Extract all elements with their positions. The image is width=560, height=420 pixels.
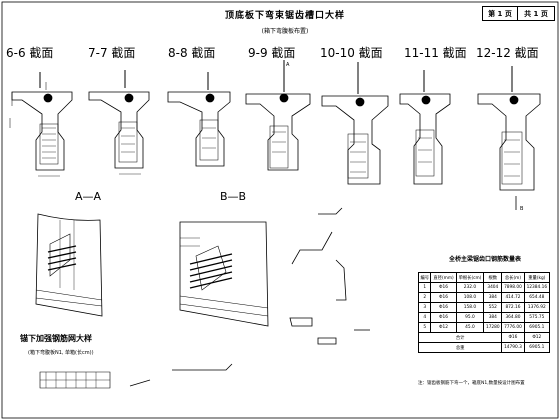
table-row: 3 Φ16 158.0 552 872.16 1376.92 [417, 302, 551, 313]
table-cell: 575.75 [523, 312, 551, 323]
table-cell: 414.72 [501, 292, 525, 303]
page-total: 共 1 页 [517, 6, 555, 21]
table-summary-row: 合计 Φ16 Φ12 [417, 332, 551, 343]
drawing-title: 顶底板下弯束锯齿槽口大样 [224, 11, 345, 21]
section-6-6-drawing [9, 72, 73, 177]
table-cell: 3 [417, 302, 432, 313]
section-title-11-11: 11-11 截面 [404, 46, 467, 60]
table-summary-cell: 14790.3 [501, 342, 525, 353]
table-cell: 2 [417, 292, 432, 303]
table-summary-label: 合计 [417, 332, 503, 343]
table-cell: Φ16 [430, 292, 457, 303]
section-7-7-drawing [88, 70, 150, 175]
table-cell: 95.0 [455, 312, 485, 323]
view-b-b-drawing [179, 221, 269, 327]
table-cell: 158.0 [455, 302, 485, 313]
table-cell: 3404 [483, 282, 503, 293]
table-cell: 108.0 [455, 292, 485, 303]
table-cell: 17280 [483, 322, 503, 333]
drawing-subtitle: (箱下弯腹板布置) [261, 28, 309, 35]
table-summary-cell: Φ16 [501, 332, 525, 343]
marker-b: B [520, 206, 524, 212]
table-cell: 654.48 [523, 292, 551, 303]
table-header: 重量(kg) [523, 272, 551, 283]
table-cell: Φ16 [430, 282, 457, 293]
table-cell: 12384.16 [523, 282, 551, 293]
table-cell: 364.80 [501, 312, 525, 323]
section-title-9-9: 9-9 截面 [248, 46, 296, 60]
section-11-11-drawing [399, 70, 451, 185]
section-8-8-drawing [167, 72, 231, 167]
table-cell: 384 [483, 292, 503, 303]
table-row: 5 Φ12 45.0 17280 7776.00 6905.1 [417, 322, 551, 333]
rebar-table-title: 全桥主梁锯齿口钢筋数量表 [448, 256, 521, 263]
table-header-row: 编号 直径(mm) 单根长(cm) 根数 总长(m) 重量(kg) [417, 272, 551, 283]
table-header: 根数 [483, 272, 503, 283]
page-current: 第 1 页 [482, 6, 518, 21]
table-cell: 6905.1 [523, 322, 551, 333]
view-a-a-label: A—A [75, 190, 102, 203]
table-header: 总长(m) [501, 272, 525, 283]
view-b-b-label: B—B [220, 190, 247, 203]
detail-title: 锚下加强钢筋网大样 [20, 334, 92, 343]
table-note: 注：锯齿板钢筋下弯一个，箱底N1,数量按设计图布置 [418, 381, 525, 386]
section-10-10-drawing [321, 62, 389, 185]
table-row: 2 Φ16 108.0 384 414.72 654.48 [417, 292, 551, 303]
marker-a: A [286, 62, 290, 68]
table-row: 4 Φ16 95.0 384 364.80 575.75 [417, 312, 551, 323]
section-drawings [9, 60, 541, 210]
view-a-a-drawing [35, 213, 103, 317]
table-cell: 872.16 [501, 302, 525, 313]
table-cell: 4 [417, 312, 432, 323]
section-9-9-drawing [245, 60, 311, 171]
section-title-12-12: 12-12 截面 [476, 46, 539, 60]
table-summary-label: 总重 [417, 342, 503, 353]
table-header: 直径(mm) [430, 272, 457, 283]
section-title-7-7: 7-7 截面 [88, 46, 136, 60]
table-cell: 232.0 [455, 282, 485, 293]
table-row: 1 Φ16 232.0 3404 7898.00 12384.16 [417, 282, 551, 293]
rebar-table: 编号 直径(mm) 单根长(cm) 根数 总长(m) 重量(kg) 1 Φ16 … [417, 272, 551, 353]
table-cell: 5 [417, 322, 432, 333]
table-cell: Φ16 [430, 302, 457, 313]
table-cell: 552 [483, 302, 503, 313]
table-cell: 7898.00 [501, 282, 525, 293]
table-summary-cell: Φ12 [523, 332, 551, 343]
table-header: 单根长(cm) [455, 272, 485, 283]
table-cell: 1376.92 [523, 302, 551, 313]
table-cell: 45.0 [455, 322, 485, 333]
table-cell: Φ12 [430, 322, 457, 333]
table-cell: 7776.00 [501, 322, 525, 333]
detail-subtitle: (箱下弯腹板N1, 单箱(长cm)) [28, 350, 94, 356]
table-header: 编号 [417, 272, 432, 283]
section-title-10-10: 10-10 截面 [320, 46, 383, 60]
section-title-8-8: 8-8 截面 [168, 46, 216, 60]
table-cell: 384 [483, 312, 503, 323]
table-cell: Φ16 [430, 312, 457, 323]
section-title-6-6: 6-6 截面 [6, 46, 54, 60]
table-summary-cell: 6905.1 [523, 342, 551, 353]
section-12-12-drawing [477, 66, 541, 210]
rebar-shapes [39, 207, 370, 389]
table-cell: 1 [417, 282, 432, 293]
table-summary-row: 总重 14790.3 6905.1 [417, 342, 551, 353]
